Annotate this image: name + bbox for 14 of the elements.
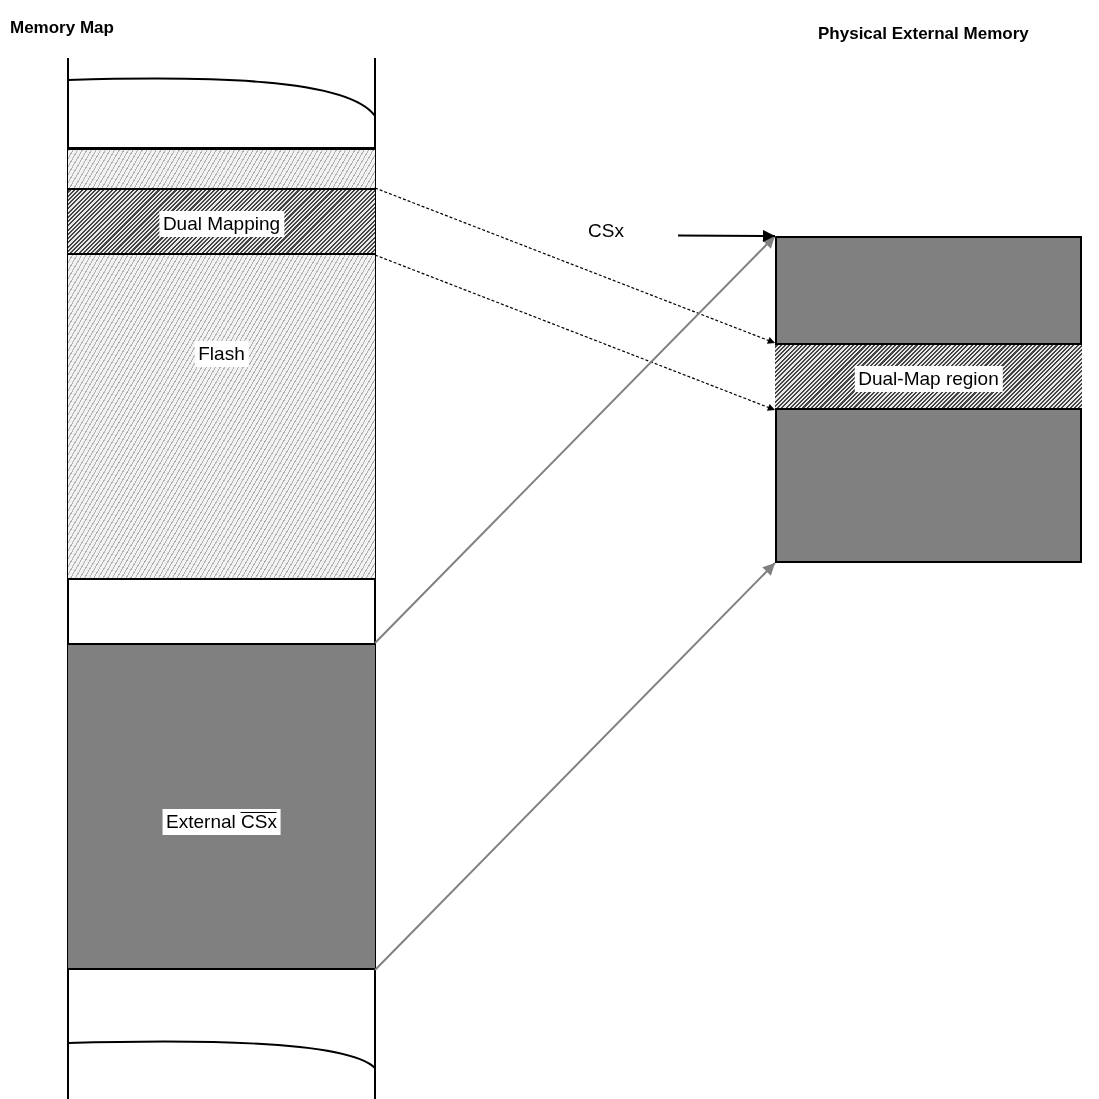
arrow [374, 562, 776, 971]
region-label: External CSx [162, 809, 281, 835]
signal-label: CSx [588, 220, 624, 242]
region-label: Dual-Map region [854, 365, 1003, 392]
arrow [374, 235, 776, 644]
external-memory-block [775, 236, 1082, 563]
region-label: Dual Mapping [158, 211, 285, 237]
memory-map-column [68, 58, 375, 1099]
heading: Memory Map [10, 18, 114, 38]
arrow [374, 254, 776, 411]
region-label: Flash [194, 341, 249, 367]
arrow [374, 187, 776, 344]
heading: Physical External Memory [818, 24, 1029, 44]
arrow [677, 229, 776, 242]
